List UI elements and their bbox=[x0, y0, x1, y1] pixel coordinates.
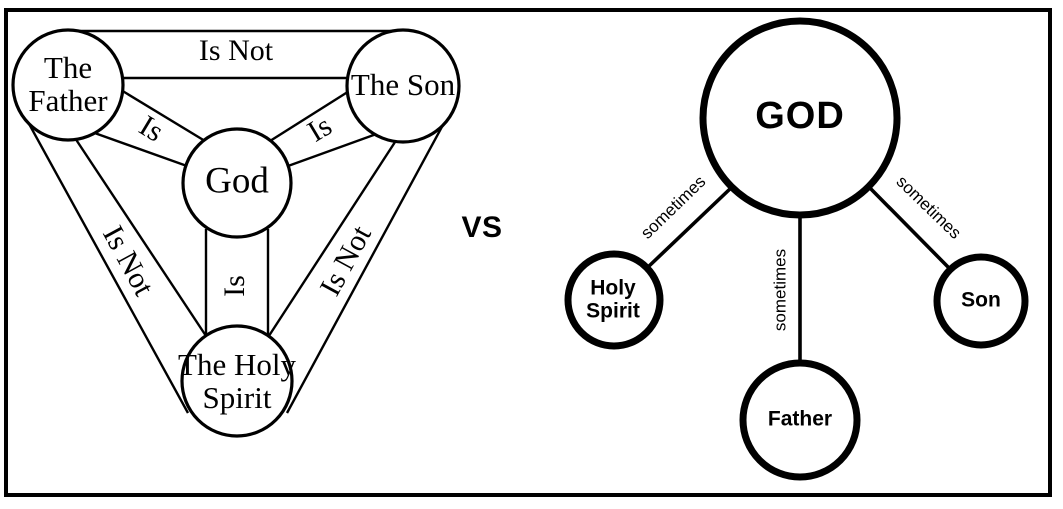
left-edge-label-holy-spirit-god: Is bbox=[218, 275, 251, 297]
right-node-father-circle[interactable] bbox=[739, 359, 861, 481]
left-node-holy-spirit-label-line1: The Holy bbox=[178, 347, 296, 382]
right-node-father-label: Father bbox=[768, 408, 832, 431]
right-edge-god-son: sometimes bbox=[867, 172, 965, 271]
left-node-father-circle[interactable] bbox=[11, 28, 125, 142]
right-node-holy-spirit-label-line1: Holy bbox=[590, 277, 636, 300]
right-node-son-circle[interactable] bbox=[933, 253, 1029, 349]
left-node-father-label-line1: The bbox=[44, 50, 92, 85]
right-node-god-label: GOD bbox=[755, 95, 845, 137]
left-edge-label-father-son: Is Not bbox=[199, 34, 274, 67]
right-edge-god-father: sometimes bbox=[770, 215, 802, 363]
right-node-holy-spirit-circle[interactable] bbox=[564, 250, 664, 350]
right-node-son[interactable]: Son bbox=[933, 253, 1029, 349]
vs-separator-label: VS bbox=[461, 211, 502, 244]
left-node-holy-spirit-label-line2: Spirit bbox=[203, 380, 272, 415]
left-node-father[interactable]: The Father bbox=[11, 28, 125, 142]
right-node-holy-spirit-label-line2: Spirit bbox=[586, 300, 640, 323]
right-node-holy-spirit[interactable]: Holy Spirit bbox=[564, 250, 664, 350]
left-node-son-circle[interactable] bbox=[345, 28, 461, 144]
left-edge-father-son: Is Not bbox=[62, 29, 400, 80]
left-node-god-circle[interactable] bbox=[181, 127, 293, 239]
left-diagram-shield-of-the-trinity: Is Not Is Not Is Not Is bbox=[11, 28, 461, 438]
left-node-son[interactable]: The Son bbox=[345, 28, 461, 144]
right-diagram-modalism: sometimes sometimes sometimes GOD Holy bbox=[564, 17, 1029, 481]
right-edge-label-god-father: sometimes bbox=[770, 249, 789, 331]
left-node-father-label-line2: Father bbox=[28, 83, 108, 118]
left-node-holy-spirit-circle[interactable] bbox=[180, 324, 294, 438]
right-node-god-circle[interactable] bbox=[699, 17, 901, 219]
right-node-god[interactable]: GOD bbox=[699, 17, 901, 219]
left-node-god-label: God bbox=[205, 160, 269, 201]
left-node-son-label: The Son bbox=[351, 67, 456, 102]
right-node-son-label: Son bbox=[961, 289, 1001, 312]
figure-border bbox=[4, 8, 1052, 497]
right-node-father[interactable]: Father bbox=[739, 359, 861, 481]
right-edge-god-holy-spirit: sometimes bbox=[637, 172, 734, 270]
right-edge-label-god-son: sometimes bbox=[893, 172, 965, 243]
left-edge-label-son-god: Is bbox=[302, 109, 338, 148]
left-node-god[interactable]: God bbox=[181, 127, 293, 239]
left-edge-holy-spirit-god: Is bbox=[204, 229, 270, 341]
left-node-holy-spirit[interactable]: The Holy Spirit bbox=[178, 324, 296, 438]
right-edge-label-god-holy-spirit: sometimes bbox=[637, 172, 709, 243]
